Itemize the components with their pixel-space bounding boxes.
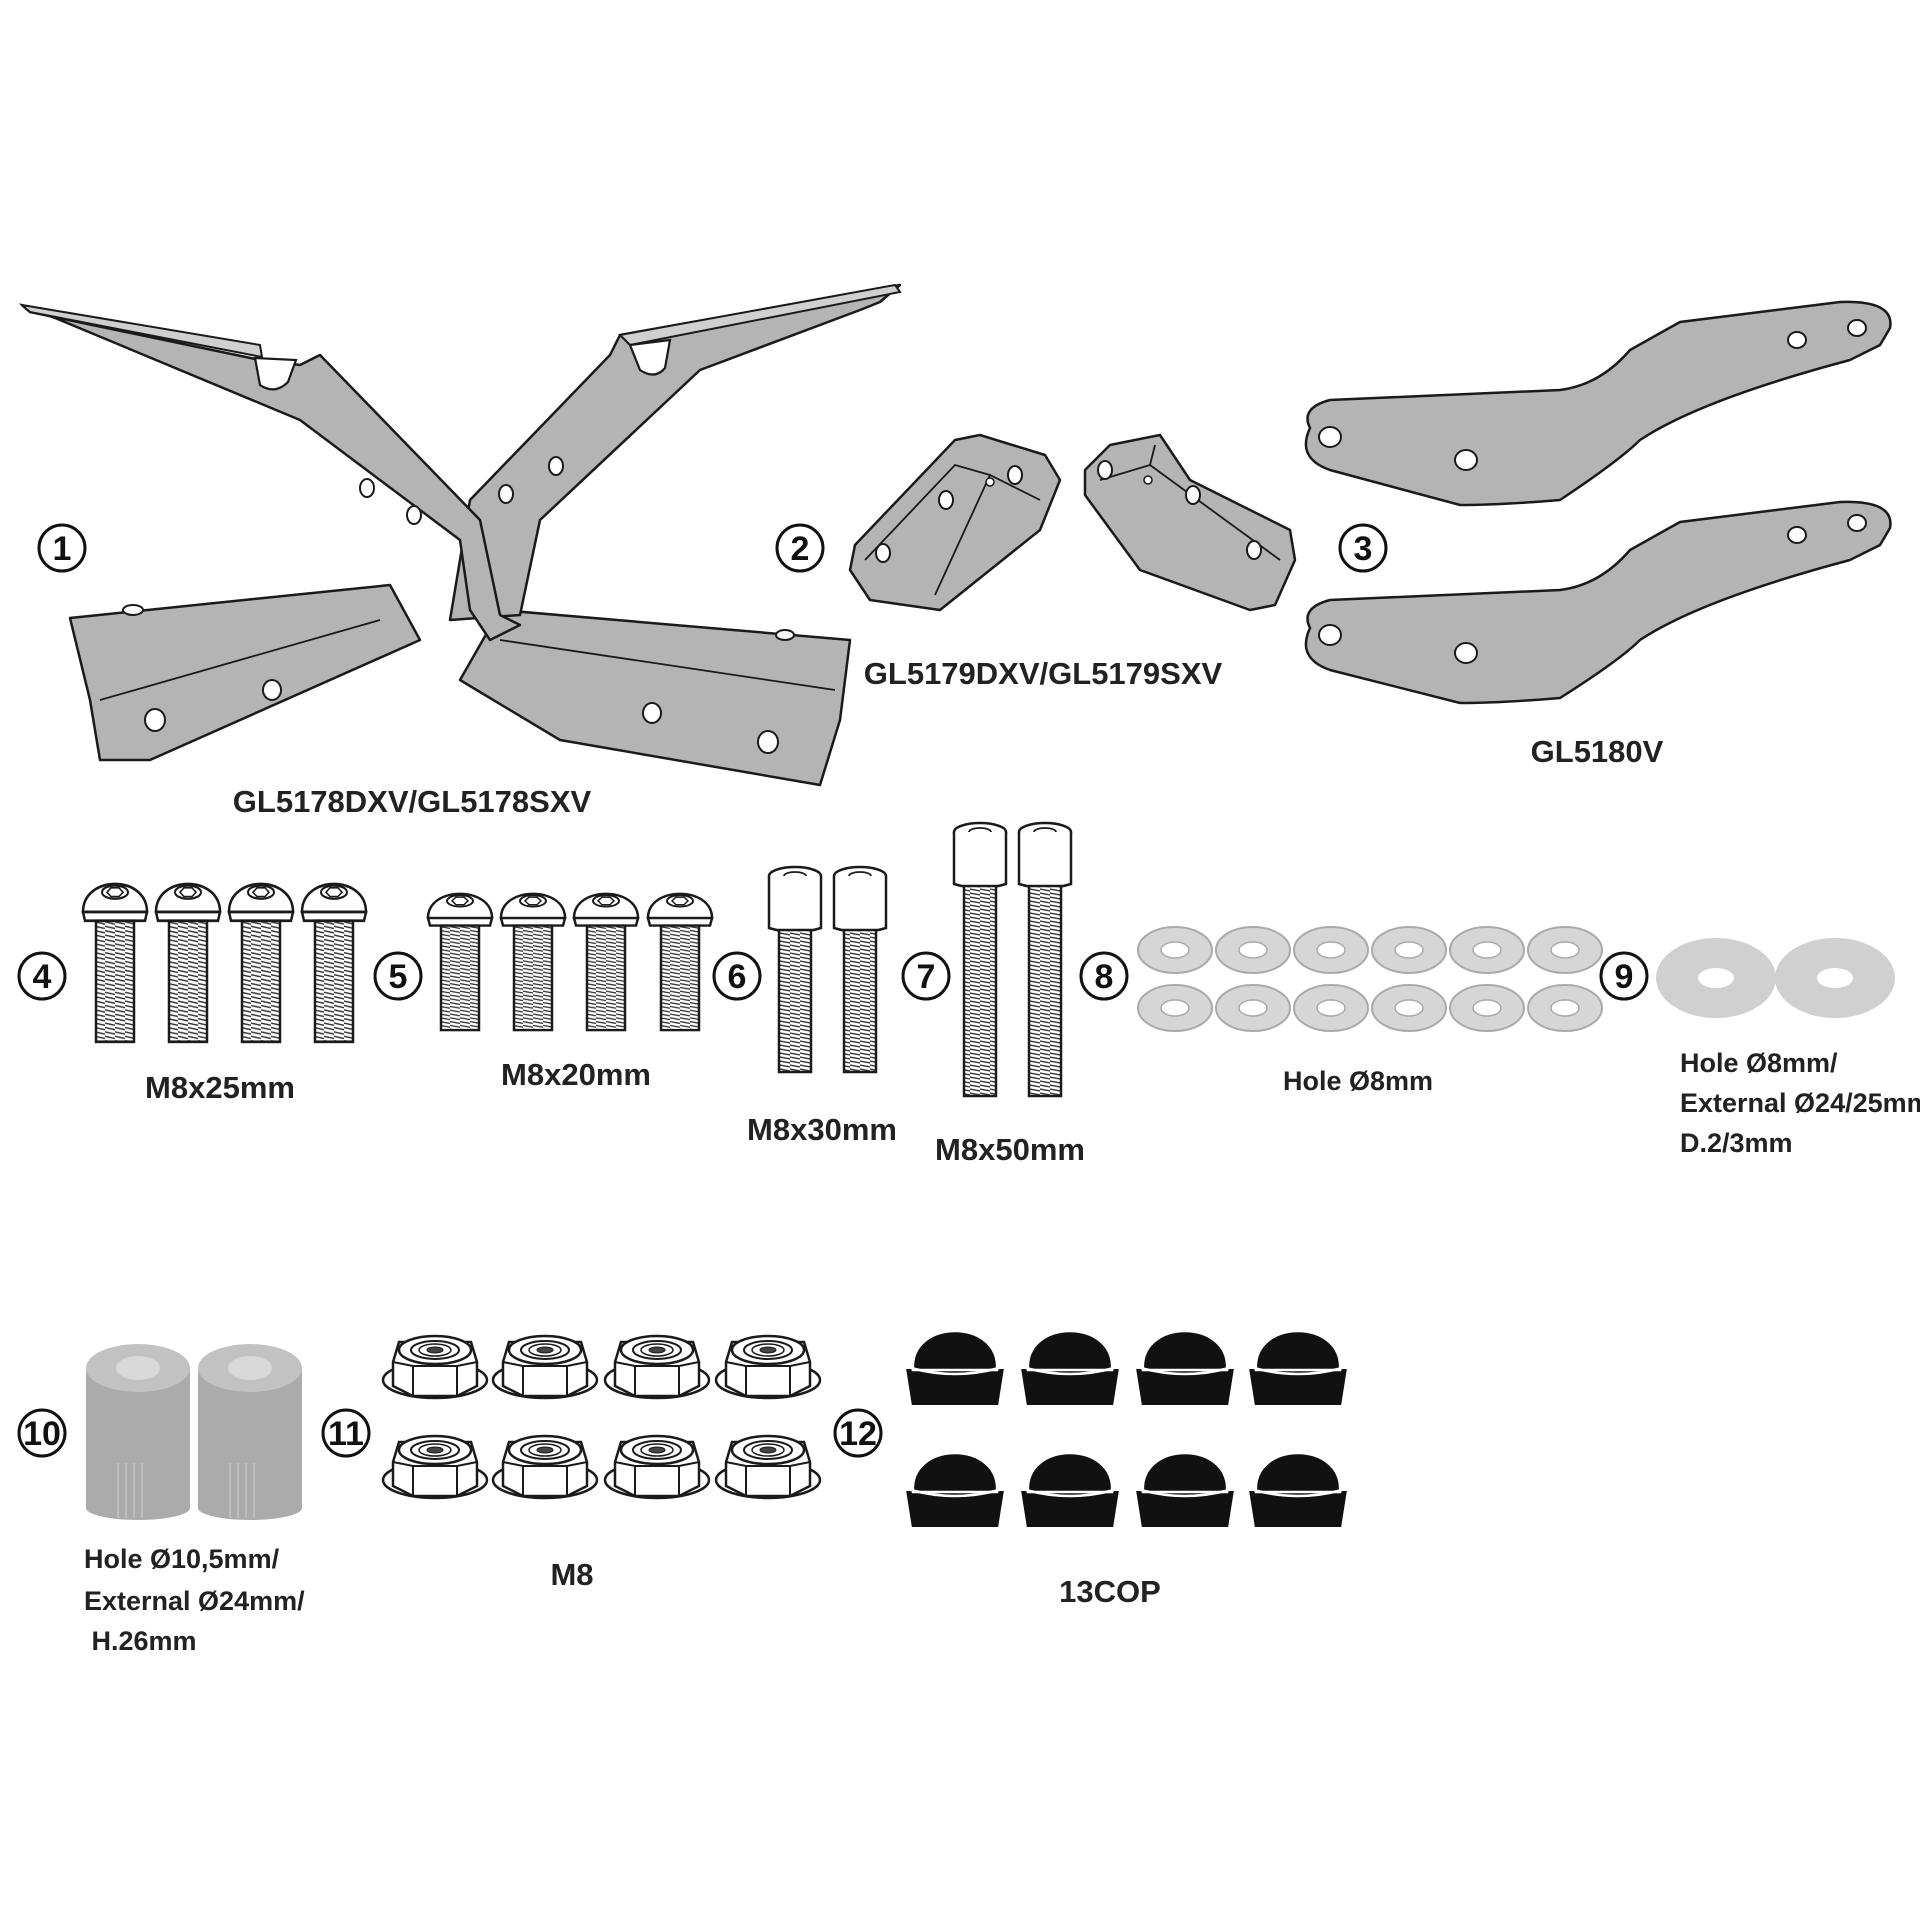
part-number: 1 xyxy=(53,530,72,568)
part-1-x-bracket-icon xyxy=(18,283,902,787)
part-2-label: GL5179DXV/GL5179SXV xyxy=(864,656,1223,691)
part-number: 4 xyxy=(33,958,52,996)
part-number-badge: 3 xyxy=(1338,523,1388,573)
part-3-plate-bracket-icon xyxy=(1304,300,1892,705)
part-number: 7 xyxy=(917,958,936,996)
part-number-badge: 7 xyxy=(901,951,951,1001)
part-8-label: Hole Ø8mm xyxy=(1283,1066,1433,1096)
part-7-socket-head-screw-icon xyxy=(952,821,1073,1098)
part-number-badge: 5 xyxy=(373,951,423,1001)
part-6-label: M8x30mm xyxy=(747,1112,897,1147)
part-number: 3 xyxy=(1354,530,1373,568)
part-2-angle-bracket-icon xyxy=(848,433,1297,612)
part-4-button-head-screw-icon xyxy=(81,882,368,1044)
part-7-label: M8x50mm xyxy=(935,1132,1085,1167)
part-number: 10 xyxy=(23,1415,61,1453)
part-number: 5 xyxy=(389,958,408,996)
part-number-badge: 6 xyxy=(712,951,762,1001)
part-9-label-line: D.2/3mm xyxy=(1680,1128,1793,1158)
part-11-flange-nut-icon xyxy=(381,1334,822,1500)
part-number: 2 xyxy=(791,530,810,568)
part-12-label: 13COP xyxy=(1059,1574,1161,1609)
part-6-socket-head-screw-icon xyxy=(767,865,888,1074)
part-number-badge: 9 xyxy=(1599,951,1649,1001)
part-3-label: GL5180V xyxy=(1531,734,1664,769)
part-1-label: GL5178DXV/GL5178SXV xyxy=(233,784,592,819)
part-4-label: M8x25mm xyxy=(145,1070,295,1105)
part-number: 8 xyxy=(1095,958,1114,996)
part-number-badge: 11 xyxy=(321,1408,371,1458)
part-9-label-line: Hole Ø8mm/ xyxy=(1680,1048,1838,1078)
part-number-badge: 8 xyxy=(1079,951,1129,1001)
part-number-badge: 4 xyxy=(17,951,67,1001)
part-10-label-line: External Ø24mm/ xyxy=(84,1586,305,1616)
part-number-badge: 10 xyxy=(17,1408,67,1458)
part-5-button-head-screw-icon xyxy=(426,892,714,1032)
part-number: 9 xyxy=(1615,958,1634,996)
part-10-label-line: Hole Ø10,5mm/ xyxy=(84,1544,280,1574)
part-10-spacer-icon xyxy=(85,1343,303,1521)
part-9-label-line: External Ø24/25mm/ xyxy=(1680,1088,1920,1118)
part-10-label-line: H.26mm xyxy=(84,1626,197,1656)
part-number-badge: 12 xyxy=(833,1408,883,1458)
part-9-large-washer-icon xyxy=(1656,938,1895,1018)
part-number-badge: 2 xyxy=(775,523,825,573)
part-11-label: M8 xyxy=(550,1557,593,1592)
part-12-bolt-cap-icon xyxy=(903,1329,1350,1530)
part-number-badge: 1 xyxy=(37,523,87,573)
part-number: 11 xyxy=(328,1415,364,1453)
part-number: 6 xyxy=(728,958,747,996)
part-number: 12 xyxy=(839,1415,877,1453)
part-5-label: M8x20mm xyxy=(501,1057,651,1092)
part-8-washer-icon xyxy=(1137,926,1603,1032)
